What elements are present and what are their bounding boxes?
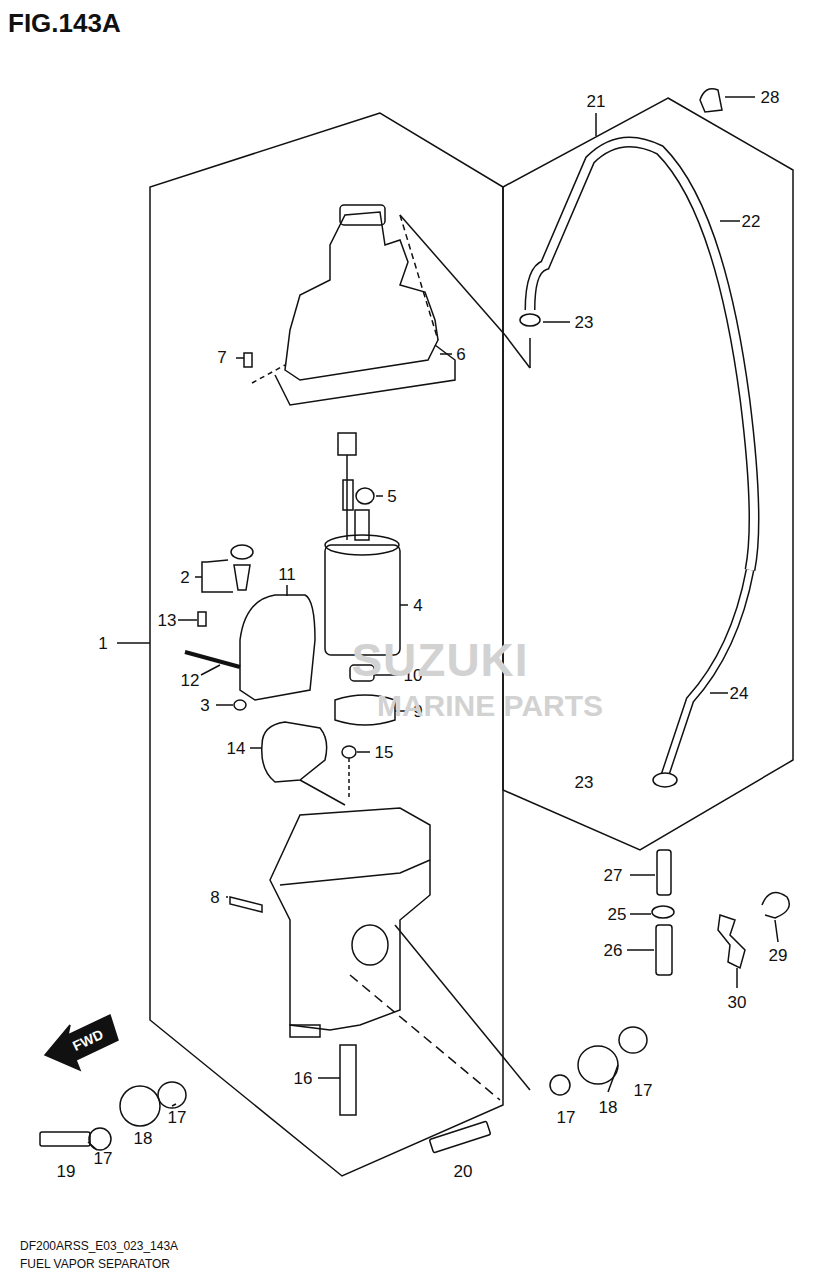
callout-number: 30 [728,994,747,1011]
callout-number: 4 [413,597,422,614]
callout-number: 23 [575,314,594,331]
callout-number: 18 [134,1130,153,1147]
callout-number: 26 [604,942,623,959]
callout-number: 5 [387,488,396,505]
drawing-code: DF200ARSS_E03_023_143A [20,1240,178,1252]
callout-number: 17 [94,1150,113,1167]
callout-number: 3 [200,697,209,714]
callout-number: 15 [375,744,394,761]
watermark: MARINE PARTS [377,691,603,721]
watermark: SUZUKI [351,637,528,683]
callout-number: 23 [575,774,594,791]
figure-caption: FUEL VAPOR SEPARATOR [20,1258,170,1270]
callout-number: 1 [98,635,107,652]
callout-number: 18 [599,1099,618,1116]
callout-number: 13 [158,612,177,629]
callout-number: 29 [769,947,788,964]
callout-number: 12 [181,672,200,689]
callout-number: 25 [608,906,627,923]
callout-number: 14 [227,740,246,757]
callout-number: 20 [454,1163,473,1180]
callout-number: 17 [634,1082,653,1099]
callout-number: 21 [587,93,606,110]
callout-number: 27 [604,867,623,884]
group-outline [503,98,793,850]
callout-number: 11 [278,566,296,583]
callout-number: 24 [730,685,749,702]
figure-title: FIG.143A [8,10,121,36]
callout-number: 6 [456,346,465,363]
callout-number: 17 [168,1109,187,1126]
callout-number: 16 [294,1070,313,1087]
callout-number: 19 [57,1163,76,1180]
callout-number: 28 [761,89,780,106]
callout-number: 8 [210,889,219,906]
callout-number: 17 [557,1109,576,1126]
callout-number: 22 [742,213,761,230]
callout-number: 2 [180,569,189,586]
callout-number: 7 [217,349,226,366]
